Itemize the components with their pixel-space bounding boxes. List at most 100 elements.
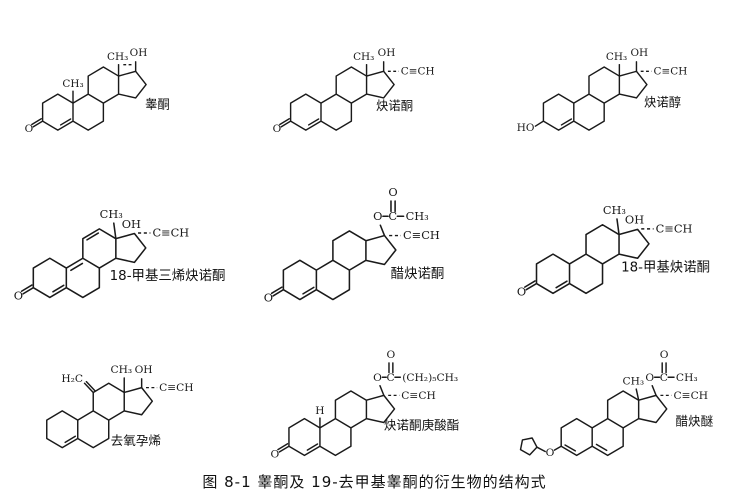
structure-cell-desogestrel: H₂C CH₃ OH C≡CH 去氧孕烯 (2, 315, 250, 468)
ethynyl-label: C≡CH (401, 66, 435, 78)
norethisterone-acetate-structure: O O C O CH₃ C≡CH 醋炔诺酮 (264, 185, 445, 305)
structure-name: 炔诺酮庚酸酯 (384, 417, 459, 432)
hydroxyl-label: OH (378, 47, 396, 59)
ester-o-label: O (374, 371, 383, 384)
structure-grid: O CH₃ CH₃ OH 睾酮 O CH₃ (2, 2, 747, 468)
ketone-o-label: O (271, 447, 280, 460)
norgestrel-structure: O CH₃ OH C≡CH 18-甲基炔诺酮 (517, 203, 710, 299)
ketone-double-bond (31, 118, 44, 128)
ethynyl-label: C≡CH (159, 381, 193, 394)
structure-cell-norethindrone: O CH₃ OH C≡CH 炔诺酮 (250, 2, 498, 152)
steroid-skeleton (535, 223, 650, 295)
structure-name: 炔诺酮 (376, 99, 413, 113)
ethynyl-label: C≡CH (152, 226, 189, 240)
ketone-double-bond (271, 286, 285, 297)
acetyl-methyl-label: CH₃ (406, 209, 429, 223)
ethynyl-label: C≡CH (655, 221, 692, 235)
hydroxyl-label: OH (630, 47, 648, 59)
structure-name: 睾酮 (145, 96, 170, 111)
ketone-double-bond (523, 280, 537, 291)
structure-name: 去氧孕烯 (111, 433, 162, 448)
ketone-o-label: O (273, 123, 282, 135)
quingestanol-acetate-structure: O O C O CH₃ CH₃ C≡CH 醋炔醚 (519, 348, 713, 459)
structure-name: 炔诺醇 (644, 94, 681, 109)
carbonyl-o-label: O (387, 348, 396, 361)
chain-label: (CH₂)₅CH₃ (403, 371, 459, 384)
steroid-skeleton (41, 66, 147, 131)
c3-hydroxyl-bond (534, 120, 544, 127)
steroid-skeleton (542, 66, 648, 131)
ethynyl-label: C≡CH (403, 228, 440, 242)
methylene-label: H₂C (61, 372, 83, 385)
structure-name: 18-甲基三烯炔诺酮 (110, 267, 226, 284)
structure-name: 18-甲基炔诺酮 (621, 259, 710, 276)
c13-methyl-bond (635, 388, 640, 401)
ethynyl-label: C≡CH (673, 389, 707, 402)
structure-cell-norgestrel: O CH₃ OH C≡CH 18-甲基炔诺酮 (499, 152, 747, 315)
enol-ether-bonds (535, 445, 562, 453)
ether-o-label: O (545, 446, 554, 459)
ketone-o-label: O (14, 289, 23, 303)
acetyl-methyl-label: CH₃ (676, 371, 698, 384)
c10-h-label: H (316, 404, 325, 417)
hydroxyl-label: OH (122, 217, 141, 231)
testosterone-structure: O CH₃ CH₃ OH 睾酮 (25, 47, 170, 135)
steroid-skeleton (560, 390, 668, 457)
desogestrel-structure: H₂C CH₃ OH C≡CH 去氧孕烯 (46, 363, 194, 449)
structure-cell-quingestanol-acetate: O O C O CH₃ CH₃ C≡CH 醋炔醚 (499, 315, 747, 468)
structure-cell-gestrinone: O CH₃ OH C≡CH 18-甲基三烯炔诺酮 (2, 152, 250, 315)
c17-ester-bond (379, 384, 385, 397)
c13-ethyl-bond (615, 218, 620, 236)
hydroxyl-label: OH (135, 363, 153, 376)
delta4-double-bond (302, 286, 315, 295)
c18-methyl-label: CH₃ (110, 363, 132, 376)
carbonyl-o-label: O (659, 348, 668, 361)
delta4-double-bond (306, 443, 319, 451)
ethynyl-label: C≡CH (402, 389, 436, 402)
structure-name: 醋炔诺酮 (391, 266, 445, 282)
delta4-double-bond (308, 118, 320, 126)
c17-ester-bond (379, 224, 386, 237)
steroid-skeleton (290, 66, 396, 131)
c3-hydroxyl-label: HO (516, 122, 534, 134)
hydroxyl-label: OH (625, 213, 644, 227)
ethynodiol-structure: HO CH₃ OH C≡CH 炔诺醇 (516, 47, 687, 134)
delta4-double-bond (560, 118, 572, 126)
carbonyl-double-bond (388, 362, 394, 374)
structure-cell-norethisterone-acetate: O O C O CH₃ C≡CH 醋炔诺酮 (250, 152, 498, 315)
c13-ethyl-bond (113, 222, 117, 240)
c18-methyl-label: CH₃ (603, 203, 626, 217)
carbonyl-c-label: C (389, 209, 398, 223)
c13-methyl-label: CH₃ (353, 51, 374, 63)
structure-cell-testosterone: O CH₃ CH₃ OH 睾酮 (2, 2, 250, 152)
diene-double-bonds (563, 443, 608, 452)
carbonyl-o-label: O (389, 185, 398, 199)
ketone-o-label: O (264, 291, 273, 305)
hydroxyl-label: OH (130, 47, 148, 59)
ketone-o-label: O (25, 123, 34, 135)
norethisterone-enanthate-structure: O H O C O (CH₂)₅CH₃ C≡CH 炔诺酮庚酸酯 (271, 348, 460, 460)
carbonyl-double-bond (661, 362, 667, 374)
delta4-double-bond (554, 280, 568, 289)
norethindrone-structure: O CH₃ OH C≡CH 炔诺酮 (273, 47, 435, 135)
c17-ester-bond (651, 384, 657, 397)
ketone-double-bond (277, 443, 291, 453)
ketone-double-bond (20, 284, 35, 295)
delta4-double-bond (52, 284, 65, 293)
structure-name: 醋炔醚 (675, 413, 713, 428)
steroid-skeleton (32, 228, 147, 299)
structure-cell-ethynodiol: HO CH₃ OH C≡CH 炔诺醇 (499, 2, 747, 152)
delta4-double-bond (64, 435, 77, 444)
methylene-double-bond (83, 380, 96, 394)
c13-methyl-label: CH₃ (107, 51, 128, 63)
ester-o-label: O (373, 209, 382, 223)
ketone-o-label: O (517, 284, 526, 298)
c18-methyl-label: CH₃ (100, 207, 123, 221)
gestrinone-structure: O CH₃ OH C≡CH 18-甲基三烯炔诺酮 (14, 207, 226, 303)
carbonyl-c-label: C (659, 371, 667, 384)
carbonyl-c-label: C (387, 371, 395, 384)
delta4-double-bond (59, 118, 72, 126)
c13-methyl-label: CH₃ (606, 51, 627, 63)
structure-cell-norethisterone-enanthate: O H O C O (CH₂)₅CH₃ C≡CH 炔诺酮庚酸酯 (250, 315, 498, 468)
